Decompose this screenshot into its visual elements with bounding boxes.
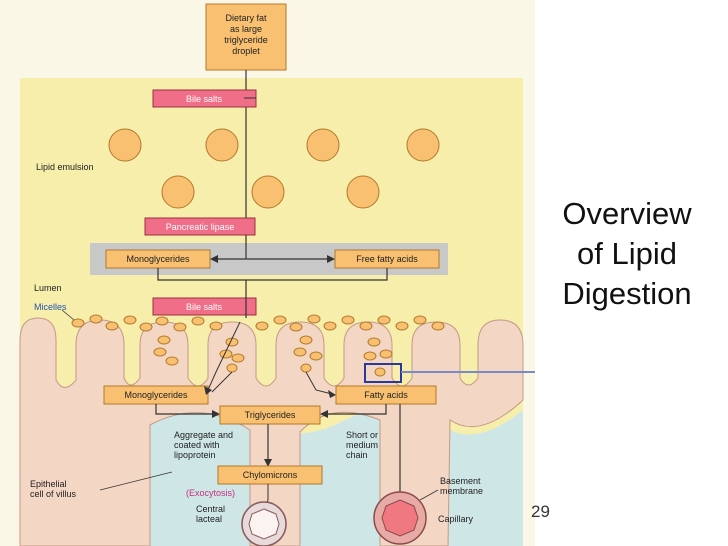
- short-medium-line-3: chain: [346, 450, 368, 460]
- title-line-3: Digestion: [562, 276, 692, 311]
- exocytosis-label: (Exocytosis): [186, 488, 235, 498]
- micelles: [71, 314, 445, 377]
- chylomicrons-box: [217, 465, 323, 485]
- aggregate-line-3: lipoprotein: [174, 450, 216, 460]
- lipid-digestion-figure: Dietary fat as large triglyceride drople…: [0, 0, 535, 546]
- epithelial-line-1: Epithelial: [30, 479, 67, 489]
- fatty-acids-cell-label: Fatty acids: [364, 390, 408, 400]
- dietary-fat-line-1: Dietary fat: [225, 13, 267, 23]
- central-lacteal-line-2: lacteal: [196, 514, 222, 524]
- page-number: 29: [531, 502, 550, 521]
- bile-salts-label-2: Bile salts: [186, 302, 223, 312]
- free-fatty-acids-label: Free fatty acids: [356, 254, 418, 264]
- short-medium-line-2: medium: [346, 440, 378, 450]
- capillary-label: Capillary: [438, 514, 474, 524]
- title-line-2: of Lipid: [577, 236, 677, 271]
- title-line-1: Overview: [562, 196, 692, 231]
- triglycerides-label: Triglycerides: [245, 410, 296, 420]
- slide-title: Overview of Lipid Digestion: [534, 194, 720, 314]
- aggregate-line-1: Aggregate and: [174, 430, 233, 440]
- bile-salts-box-2: [152, 297, 257, 316]
- monoglycerides-cell-label: Monoglycerides: [124, 390, 188, 400]
- pancreatic-lipase-box: [144, 217, 256, 236]
- monoglycerides-top-label: Monoglycerides: [126, 254, 190, 264]
- emulsion-droplets: [108, 128, 440, 209]
- bile-salts-label-1: Bile salts: [186, 94, 223, 104]
- basement-line-2: membrane: [440, 486, 483, 496]
- triglycerides-box: [219, 405, 321, 425]
- dietary-fat-line-3: triglyceride: [224, 35, 268, 45]
- lumen-label: Lumen: [34, 283, 62, 293]
- dietary-fat-box: [205, 3, 287, 71]
- dietary-fat-line-2: as large: [230, 24, 262, 34]
- villus-epithelium: [19, 317, 524, 546]
- aggregate-line-2: coated with: [174, 440, 220, 450]
- epithelial-line-2: cell of villus: [30, 489, 77, 499]
- pancreatic-lipase-label: Pancreatic lipase: [166, 222, 235, 232]
- chylomicrons-label: Chylomicrons: [243, 470, 298, 480]
- short-medium-line-1: Short or: [346, 430, 378, 440]
- dietary-fat-line-4: droplet: [232, 46, 260, 56]
- lipid-emulsion-label: Lipid emulsion: [36, 162, 94, 172]
- basement-line-1: Basement: [440, 476, 481, 486]
- central-lacteal-line-1: Central: [196, 504, 225, 514]
- micelles-label: Micelles: [34, 302, 67, 312]
